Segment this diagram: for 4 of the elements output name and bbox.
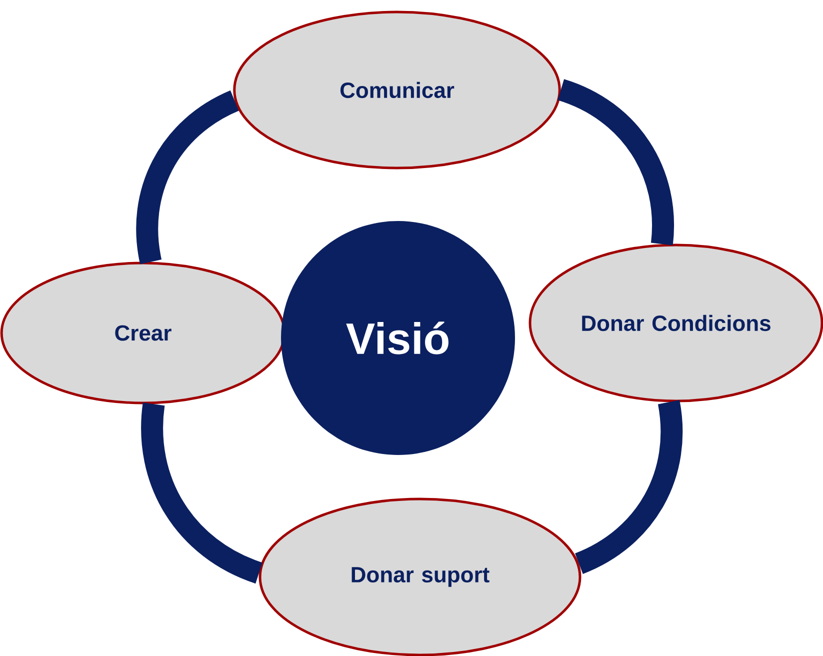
ring-arc [141, 403, 263, 584]
ring-arc [136, 90, 240, 264]
ring-arc [574, 400, 683, 574]
ring-arc [557, 79, 674, 245]
